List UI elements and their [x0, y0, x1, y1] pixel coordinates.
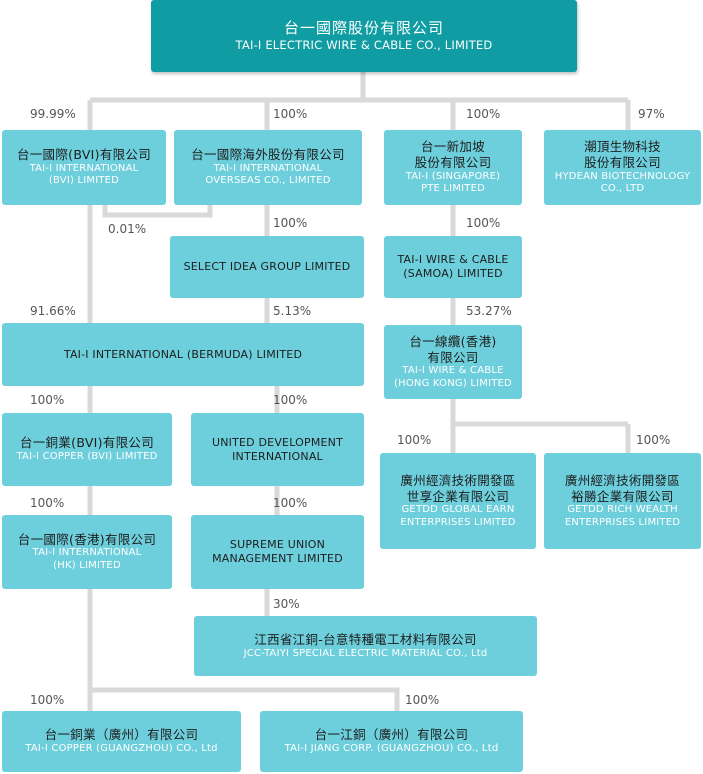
rich-wealth-en-line1: GETDD RICH WEALTH: [567, 504, 678, 516]
pct-to-jcc: 30%: [273, 597, 300, 611]
intl-hk-en-line2: (HK) LIMITED: [53, 559, 121, 571]
overseas-company-box: 台一國際海外股份有限公司 TAI-I INTERNATIONAL OVERSEA…: [174, 130, 362, 205]
select-idea-box: SELECT IDEA GROUP LIMITED: [170, 236, 364, 298]
united-development-en-line2: INTERNATIONAL: [232, 449, 323, 463]
pct-bermuda-from-select: 5.13%: [273, 304, 312, 318]
hydean-company-en-line2: CO., LTD: [600, 183, 645, 195]
hk-wire-company-en-line1: TAI-I WIRE & CABLE: [402, 365, 504, 377]
connector-guangzhou-bus: [90, 687, 400, 711]
overseas-company-en-line1: TAI-I INTERNATIONAL: [213, 162, 323, 174]
pct-to-rich-wealth: 100%: [636, 433, 671, 447]
bvi-company-box: 台一國際(BVI)有限公司 TAI-I INTERNATIONAL (BVI) …: [2, 130, 166, 205]
hydean-company-zh-line1: 潮頂生物科技: [584, 139, 661, 155]
hydean-company-en-line1: HYDEAN BIOTECHNOLOGY: [554, 170, 691, 182]
bvi-company-zh: 台一國際(BVI)有限公司: [16, 147, 152, 163]
samoa-company-en-line1: TAI-I WIRE & CABLE: [397, 253, 509, 267]
overseas-company-en-line2: OVERSEAS CO., LIMITED: [205, 175, 331, 187]
pct-to-supreme: 100%: [273, 496, 308, 510]
global-earn-en-line2: ENTERPRISES LIMITED: [400, 516, 516, 528]
united-development-box: UNITED DEVELOPMENT INTERNATIONAL: [191, 413, 364, 486]
hk-wire-company-box: 台一線纜(香港) 有限公司 TAI-I WIRE & CABLE (HONG K…: [384, 325, 522, 399]
root-company-zh: 台一國際股份有限公司: [283, 19, 444, 38]
global-earn-zh-line2: 世享企業有限公司: [406, 488, 510, 504]
jiang-guangzhou-zh: 台一江銅（廣州）有限公司: [314, 727, 469, 743]
connector-overseas-to-bvi: [102, 205, 213, 218]
copper-guangzhou-zh: 台一銅業（廣州）有限公司: [44, 727, 199, 743]
jcc-taiyi-zh: 江西省江銅-台意特種電工材料有限公司: [254, 631, 477, 647]
rich-wealth-box: 廣州經濟技術開發區 裕勝企業有限公司 GETDD RICH WEALTH ENT…: [544, 453, 701, 549]
bermuda-company-box: TAI-I INTERNATIONAL (BERMUDA) LIMITED: [2, 323, 364, 386]
pct-to-overseas: 100%: [273, 107, 308, 121]
bvi-company-en-line1: TAI-I INTERNATIONAL: [29, 162, 139, 174]
root-company-en: TAI-I ELECTRIC WIRE & CABLE CO., LIMITED: [235, 38, 493, 53]
pct-to-hk-wire: 53.27%: [466, 304, 512, 318]
copper-guangzhou-en: TAI-I COPPER (GUANGZHOU) CO., Ltd: [25, 743, 218, 755]
singapore-company-zh-line1: 台一新加坡: [420, 139, 485, 155]
pct-to-samoa: 100%: [466, 216, 501, 230]
jiang-guangzhou-en: TAI-I JIANG CORP. (GUANGZHOU) CO., Ltd: [284, 743, 499, 755]
overseas-company-zh: 台一國際海外股份有限公司: [191, 147, 345, 163]
bermuda-company-en: TAI-I INTERNATIONAL (BERMUDA) LIMITED: [63, 347, 303, 361]
supreme-union-box: SUPREME UNION MANAGEMENT LIMITED: [191, 515, 364, 589]
singapore-company-zh-line2: 股份有限公司: [414, 155, 492, 170]
jiang-guangzhou-box: 台一江銅（廣州）有限公司 TAI-I JIANG CORP. (GUANGZHO…: [260, 711, 523, 772]
global-earn-en-line1: GETDD GLOBAL EARN: [401, 504, 515, 516]
global-earn-zh-line1: 廣州經濟技術開發區: [400, 472, 516, 488]
pct-to-united: 100%: [273, 393, 308, 407]
pct-bermuda-from-bvi: 91.66%: [30, 304, 76, 318]
rich-wealth-zh-line2: 裕勝企業有限公司: [571, 488, 674, 504]
samoa-company-en-line2: (SAMOA) LIMITED: [403, 267, 503, 280]
pct-to-bvi: 99.99%: [30, 107, 76, 121]
jcc-taiyi-en: JCC-TAIYI SPECIAL ELECTRIC MATERIAL CO.,…: [243, 647, 488, 659]
bvi-company-en-line2: (BVI) LIMITED: [48, 175, 120, 187]
jcc-taiyi-box: 江西省江銅-台意特種電工材料有限公司 JCC-TAIYI SPECIAL ELE…: [194, 616, 537, 676]
pct-to-select: 100%: [273, 216, 308, 230]
root-company-box: 台一國際股份有限公司 TAI-I ELECTRIC WIRE & CABLE C…: [151, 0, 577, 72]
intl-hk-zh: 台一國際(香港)有限公司: [17, 531, 157, 547]
singapore-company-box: 台一新加坡 股份有限公司 TAI-I (SINGAPORE) PTE LIMIT…: [384, 130, 522, 205]
pct-bvi-from-overseas: 0.01%: [108, 222, 147, 236]
rich-wealth-zh-line1: 廣州經濟技術開發區: [564, 472, 681, 488]
pct-to-singapore: 100%: [466, 107, 501, 121]
hk-wire-company-zh-line2: 有限公司: [427, 349, 479, 365]
rich-wealth-en-line2: ENTERPRISES LIMITED: [564, 516, 681, 528]
pct-to-global-earn: 100%: [397, 433, 432, 447]
hydean-company-box: 潮頂生物科技 股份有限公司 HYDEAN BIOTECHNOLOGY CO., …: [544, 130, 701, 205]
select-idea-en: SELECT IDEA GROUP LIMITED: [183, 260, 351, 274]
copper-bvi-zh: 台一銅業(BVI)有限公司: [19, 435, 155, 451]
supreme-union-en-line1: SUPREME UNION: [229, 538, 326, 552]
united-development-en-line1: UNITED DEVELOPMENT: [211, 435, 344, 449]
singapore-company-en-line1: TAI-I (SINGAPORE): [405, 170, 501, 182]
samoa-company-box: TAI-I WIRE & CABLE (SAMOA) LIMITED: [384, 236, 522, 298]
intl-hk-box: 台一國際(香港)有限公司 TAI-I INTERNATIONAL (HK) LI…: [2, 515, 172, 589]
hk-wire-company-zh-line1: 台一線纜(香港): [409, 333, 497, 349]
copper-guangzhou-box: 台一銅業（廣州）有限公司 TAI-I COPPER (GUANGZHOU) CO…: [2, 711, 241, 772]
pct-to-intl-hk: 100%: [30, 496, 65, 510]
pct-to-copper-guangzhou: 100%: [30, 693, 65, 707]
copper-bvi-box: 台一銅業(BVI)有限公司 TAI-I COPPER (BVI) LIMITED: [2, 413, 172, 486]
copper-bvi-en: TAI-I COPPER (BVI) LIMITED: [16, 451, 158, 463]
pct-to-jiang-guangzhou: 100%: [405, 693, 440, 707]
pct-to-copper-bvi: 100%: [30, 393, 65, 407]
hydean-company-zh-line2: 股份有限公司: [584, 155, 661, 170]
hk-wire-company-en-line2: (HONG KONG) LIMITED: [394, 377, 512, 389]
supreme-union-en-line2: MANAGEMENT LIMITED: [212, 552, 343, 565]
intl-hk-en-line1: TAI-I INTERNATIONAL: [32, 547, 142, 559]
global-earn-box: 廣州經濟技術開發區 世享企業有限公司 GETDD GLOBAL EARN ENT…: [380, 453, 536, 549]
singapore-company-en-line2: PTE LIMITED: [420, 183, 486, 195]
pct-to-hydean: 97%: [638, 107, 665, 121]
